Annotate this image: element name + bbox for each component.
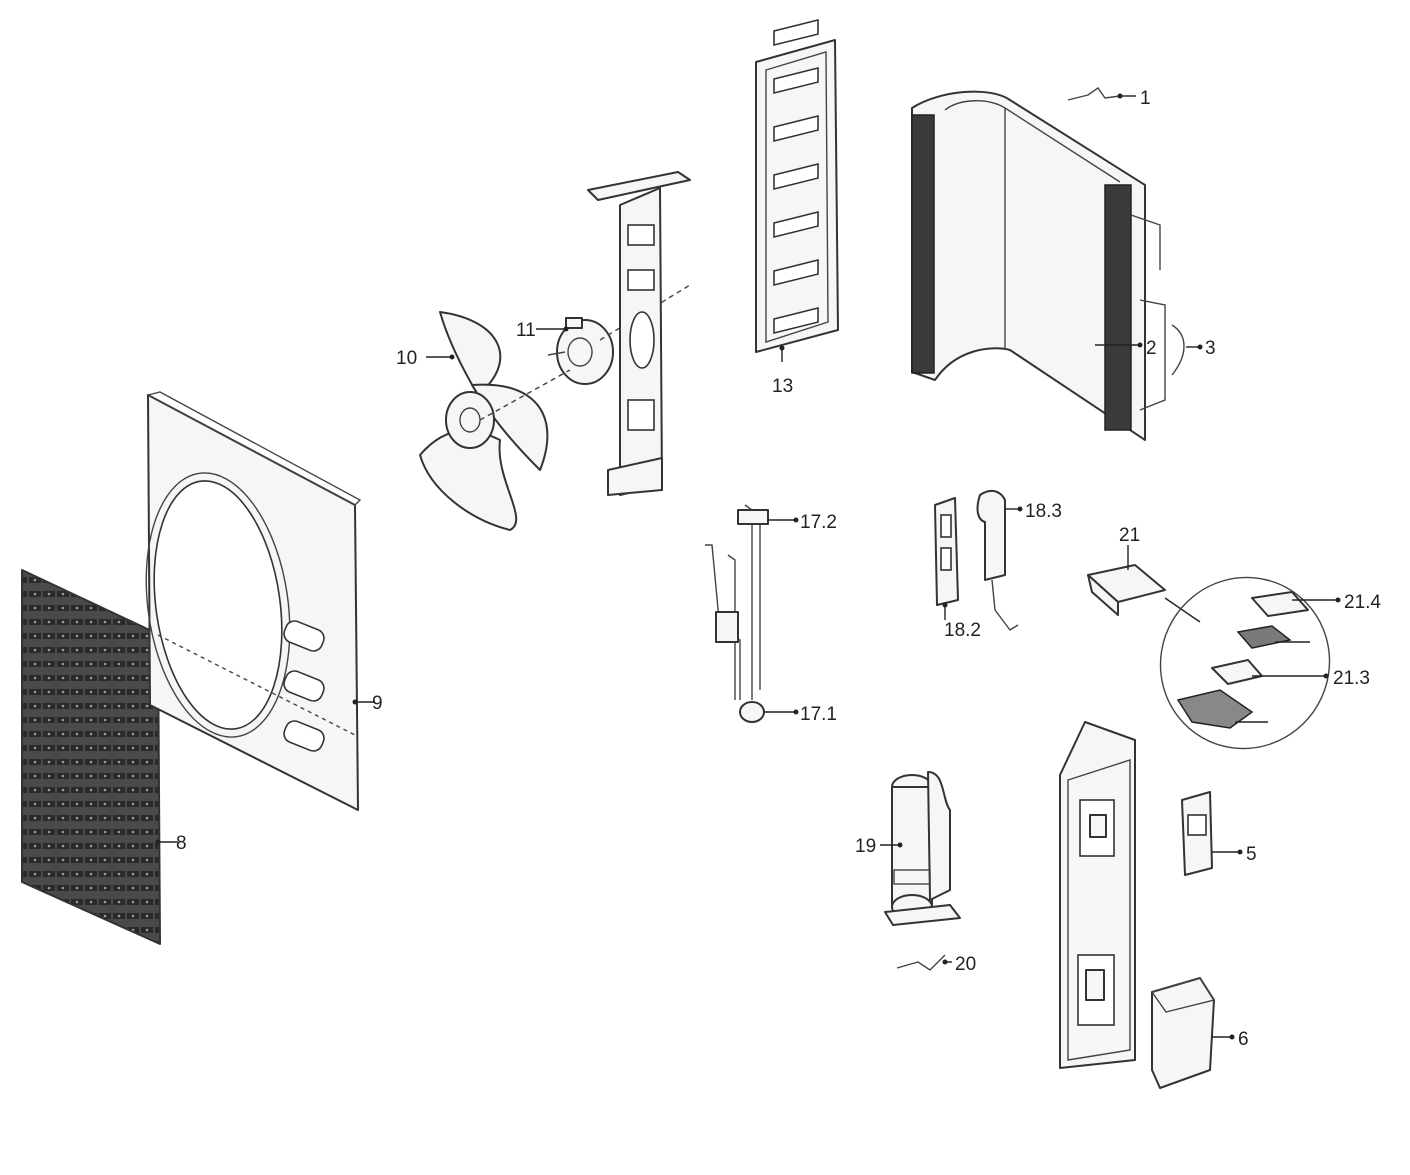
label-18-3: 18.3 bbox=[1025, 501, 1062, 522]
label-18-2: 18.2 bbox=[944, 620, 981, 641]
label-3: 3 bbox=[1205, 338, 1216, 359]
front-panel bbox=[145, 391, 374, 811]
label-21-3: 21.3 bbox=[1333, 668, 1370, 689]
valve-coil-group bbox=[934, 489, 1023, 631]
label-10: 10 bbox=[396, 348, 417, 369]
right-side-panel bbox=[1059, 721, 1136, 1069]
label-17-1: 17.1 bbox=[800, 704, 837, 725]
label-20: 20 bbox=[955, 954, 976, 975]
compressor bbox=[880, 771, 961, 926]
partition-panel bbox=[755, 19, 839, 362]
fan-motor bbox=[479, 284, 691, 421]
motor-bracket bbox=[587, 171, 691, 496]
label-8: 8 bbox=[176, 833, 187, 854]
label-13: 13 bbox=[772, 376, 793, 397]
valve-cover bbox=[1150, 977, 1235, 1089]
label-5: 5 bbox=[1246, 844, 1257, 865]
pipe-part-1 bbox=[1067, 87, 1121, 101]
label-6: 6 bbox=[1238, 1029, 1249, 1050]
label-21-4: 21.4 bbox=[1344, 592, 1381, 613]
label-1: 1 bbox=[1140, 88, 1151, 109]
partition-slots bbox=[773, 19, 819, 335]
label-19: 19 bbox=[855, 836, 876, 857]
handle bbox=[1181, 791, 1243, 876]
label-2: 2 bbox=[1146, 338, 1157, 359]
label-21: 21 bbox=[1119, 525, 1140, 546]
valve-assembly bbox=[705, 504, 799, 723]
label-11: 11 bbox=[516, 320, 536, 341]
fan-blade bbox=[419, 311, 549, 531]
pipe-part-20 bbox=[896, 954, 952, 971]
control-box bbox=[1087, 545, 1201, 623]
control-box-detail bbox=[1159, 576, 1341, 750]
label-9: 9 bbox=[372, 693, 383, 714]
front-grille bbox=[21, 569, 178, 945]
label-17-2: 17.2 bbox=[800, 512, 837, 533]
condenser-coil bbox=[911, 87, 1203, 441]
